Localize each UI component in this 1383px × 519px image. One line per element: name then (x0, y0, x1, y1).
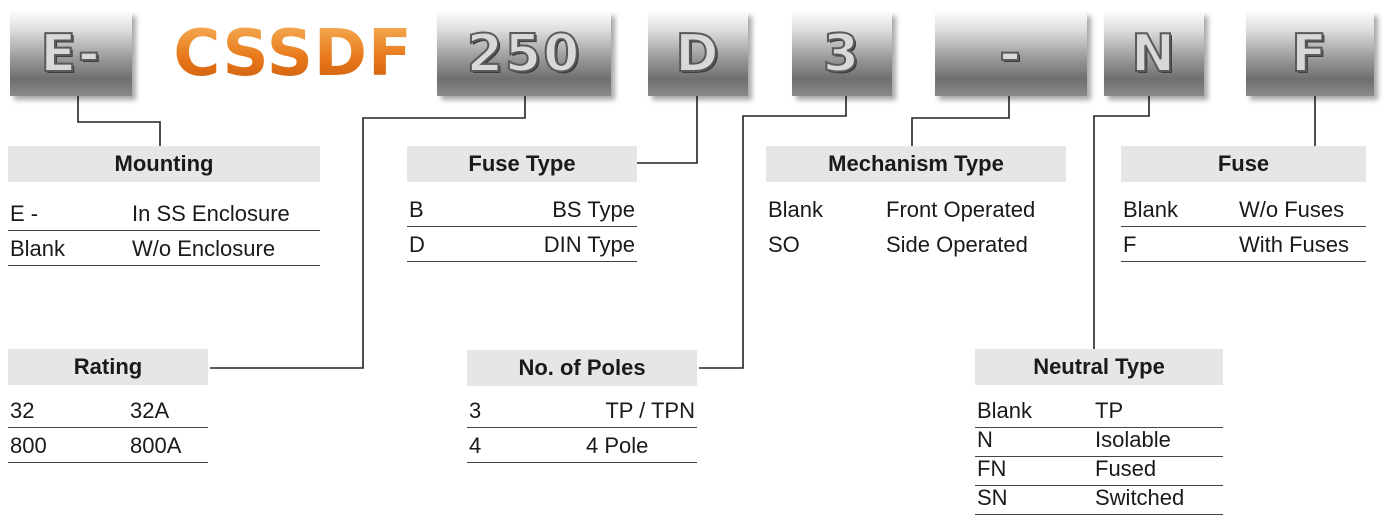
code-segment-fuse-type-text: D (674, 23, 721, 85)
code-segment-poles-text: 3 (822, 23, 862, 85)
neutral-type-desc: Switched (1095, 485, 1185, 510)
fuse-type-code: B (409, 197, 424, 222)
mechanism-type-row: Blank Front Operated (766, 192, 1066, 226)
fuse-type-row: B BS Type (407, 192, 637, 227)
rating-code: 32 (10, 398, 35, 423)
mounting-row: E - In SS Enclosure (8, 196, 320, 231)
rating-header: Rating (8, 349, 208, 385)
fuse-header: Fuse (1121, 146, 1366, 182)
poles-desc: 4 Pole (586, 433, 649, 458)
fuse-type-row: D DIN Type (407, 227, 637, 262)
fuse-desc: W/o Fuses (1239, 197, 1345, 222)
code-segment-mechanism: - (935, 12, 1087, 96)
fuse-type-desc: BS Type (552, 197, 635, 222)
neutral-type-code: Blank (977, 398, 1033, 423)
fuse-row: F With Fuses (1121, 227, 1366, 262)
neutral-type-code: FN (977, 456, 1007, 481)
neutral-type-row: FN Fused (975, 451, 1223, 486)
code-segment-neutral: N (1104, 12, 1204, 96)
fuse-desc: With Fuses (1239, 232, 1350, 257)
mounting-row: Blank W/o Enclosure (8, 231, 320, 266)
poles-row: 4 4 Pole (467, 428, 697, 463)
code-segment-rating-text: 250 (466, 23, 582, 85)
code-segment-fuse: F (1246, 12, 1374, 96)
mechanism-type-desc: Front Operated (886, 197, 1036, 222)
neutral-type-header: Neutral Type (975, 349, 1223, 385)
neutral-type-code: SN (977, 485, 1008, 510)
mechanism-type-row: SO Side Operated (766, 227, 1066, 261)
code-segment-mechanism-text: - (998, 23, 1023, 85)
product-brand-text: CSSDF (173, 17, 413, 91)
neutral-type-desc: Fused (1095, 456, 1157, 481)
code-segment-poles: 3 (792, 12, 892, 96)
mechanism-type-code: SO (768, 232, 800, 257)
code-segment-fuse-type: D (648, 12, 748, 96)
mechanism-type-header: Mechanism Type (766, 146, 1066, 182)
neutral-type-desc: TP (1095, 398, 1124, 423)
code-segment-neutral-text: N (1130, 23, 1177, 85)
code-segment-mounting: E- (10, 12, 132, 96)
mechanism-type-code: Blank (768, 197, 824, 222)
neutral-type-row: N Isolable (975, 422, 1223, 457)
connector-fuse-type (637, 96, 698, 164)
fuse-code: F (1123, 232, 1137, 257)
poles-header: No. of Poles (467, 350, 697, 386)
mechanism-type-desc: Side Operated (886, 232, 1028, 257)
rating-desc: 800A (130, 433, 182, 458)
mounting-header: Mounting (8, 146, 320, 182)
poles-row: 3 TP / TPN (467, 393, 697, 428)
neutral-type-row: SN Switched (975, 480, 1223, 515)
neutral-type-code: N (977, 427, 993, 452)
fuse-type-header: Fuse Type (407, 146, 637, 182)
neutral-type-row: Blank TP (975, 393, 1223, 428)
connector-mounting (77, 96, 161, 146)
poles-desc: TP / TPN (605, 398, 695, 423)
fuse-code: Blank (1123, 197, 1179, 222)
product-brand-code: CSSDF (162, 8, 424, 100)
mounting-code: E - (10, 201, 39, 226)
fuse-row: Blank W/o Fuses (1121, 192, 1366, 227)
mounting-code: Blank (10, 236, 66, 261)
connector-rating (210, 96, 526, 369)
rating-code: 800 (10, 433, 47, 458)
code-segment-mounting-text: E- (39, 23, 102, 85)
mounting-desc: W/o Enclosure (132, 236, 276, 261)
connector-fuse (1249, 96, 1316, 151)
connector-poles (699, 96, 847, 369)
connector-mechanism (911, 96, 1010, 146)
mounting-desc: In SS Enclosure (132, 201, 290, 226)
poles-code: 3 (469, 398, 482, 423)
rating-desc: 32A (130, 398, 170, 423)
code-segment-fuse-text: F (1290, 23, 1329, 85)
rating-row: 32 32A (8, 393, 208, 428)
poles-code: 4 (469, 433, 482, 458)
connector-neutral (1093, 96, 1150, 349)
neutral-type-desc: Isolable (1095, 427, 1171, 452)
fuse-type-code: D (409, 232, 425, 257)
fuse-type-desc: DIN Type (543, 232, 635, 257)
code-segment-rating: 250 (437, 12, 611, 96)
rating-row: 800 800A (8, 428, 208, 463)
